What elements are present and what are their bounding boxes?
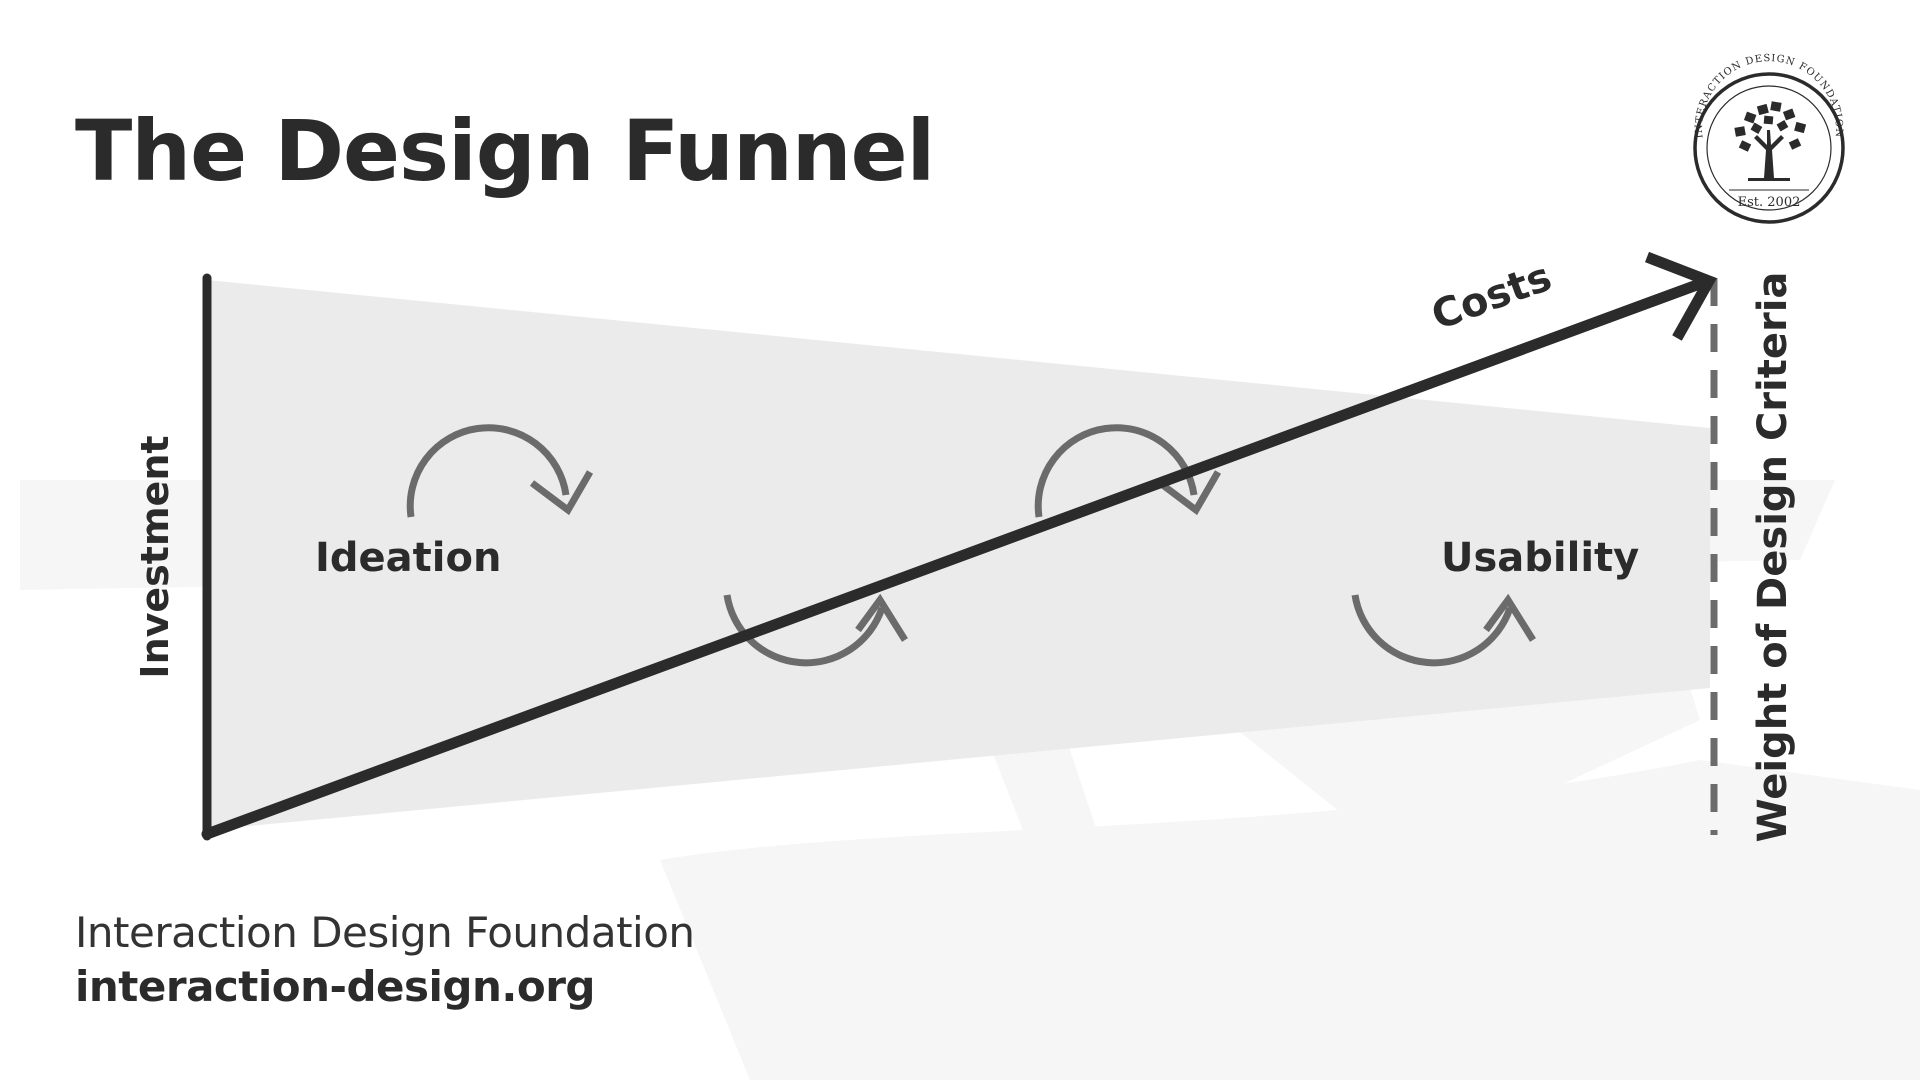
logo-established-text: Est. 2002 [1738, 195, 1801, 210]
costs-arrow [201, 251, 1717, 840]
cycle-arrow-4 [1351, 593, 1536, 667]
cycle-arrow-3 [1034, 424, 1222, 518]
idf-logo: INTERACTION DESIGN FOUNDATION Est. 2002 [1693, 53, 1845, 224]
investment-axis-label: Investment [133, 435, 177, 678]
usability-label: Usability [1441, 535, 1639, 581]
cycle-arrow-2 [723, 593, 908, 667]
footer-url[interactable]: interaction-design.org [75, 962, 595, 1011]
costs-label: Costs [1426, 254, 1558, 339]
footer-organization: Interaction Design Foundation [75, 908, 695, 957]
page-title: The Design Funnel [75, 102, 935, 200]
design-criteria-axis-label: Weight of Design Criteria [1750, 272, 1796, 843]
tree-icon [1734, 101, 1807, 181]
ideation-label: Ideation [315, 535, 501, 581]
cycle-arrow-1 [406, 424, 594, 518]
